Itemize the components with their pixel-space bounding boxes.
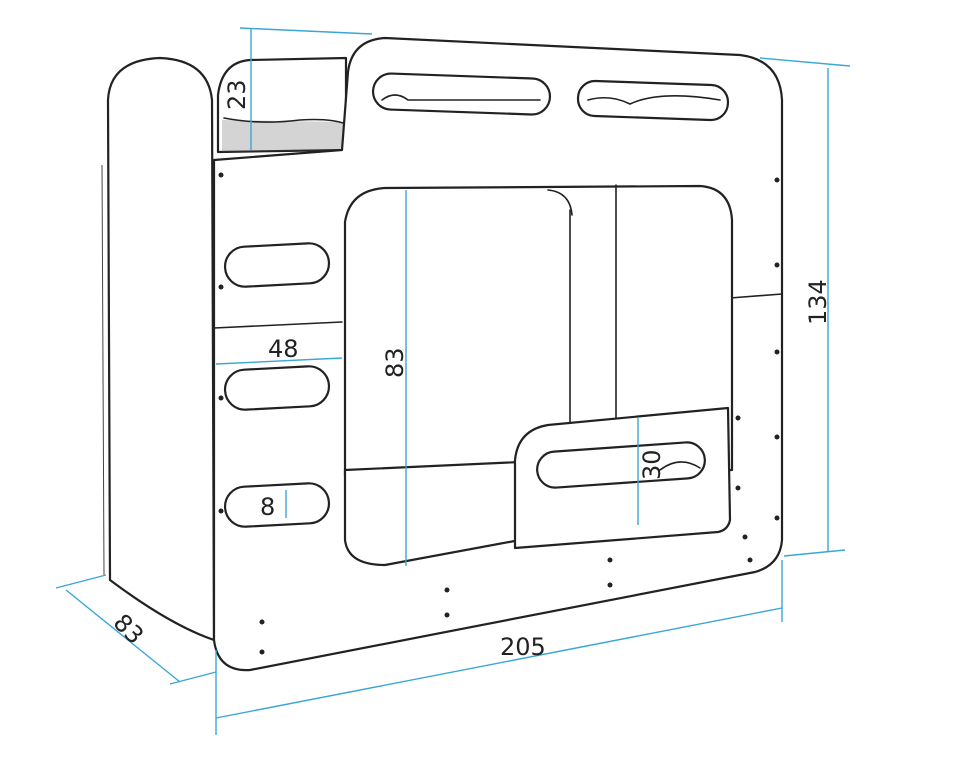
dim-ladder-width-label: 48: [268, 335, 299, 363]
side-panel: [101, 56, 216, 642]
main-opening: [343, 184, 734, 567]
top-rail-slots: [371, 72, 730, 122]
dim-ladder-slot-label: 8: [260, 493, 275, 521]
ladder-slots: [223, 242, 331, 528]
dim-depth-label: 83: [108, 608, 149, 649]
dimension-lines: [55, 27, 851, 735]
dim-top-rail-label: 23: [223, 79, 251, 110]
dim-guard-label: 30: [638, 449, 666, 480]
dim-length-label: 205: [500, 633, 546, 661]
top-mattress: [216, 56, 348, 154]
dim-opening-label: 83: [381, 347, 409, 378]
lower-guard: [513, 406, 732, 550]
screw-dots: [218, 172, 780, 655]
dim-height-label: 134: [804, 279, 832, 325]
